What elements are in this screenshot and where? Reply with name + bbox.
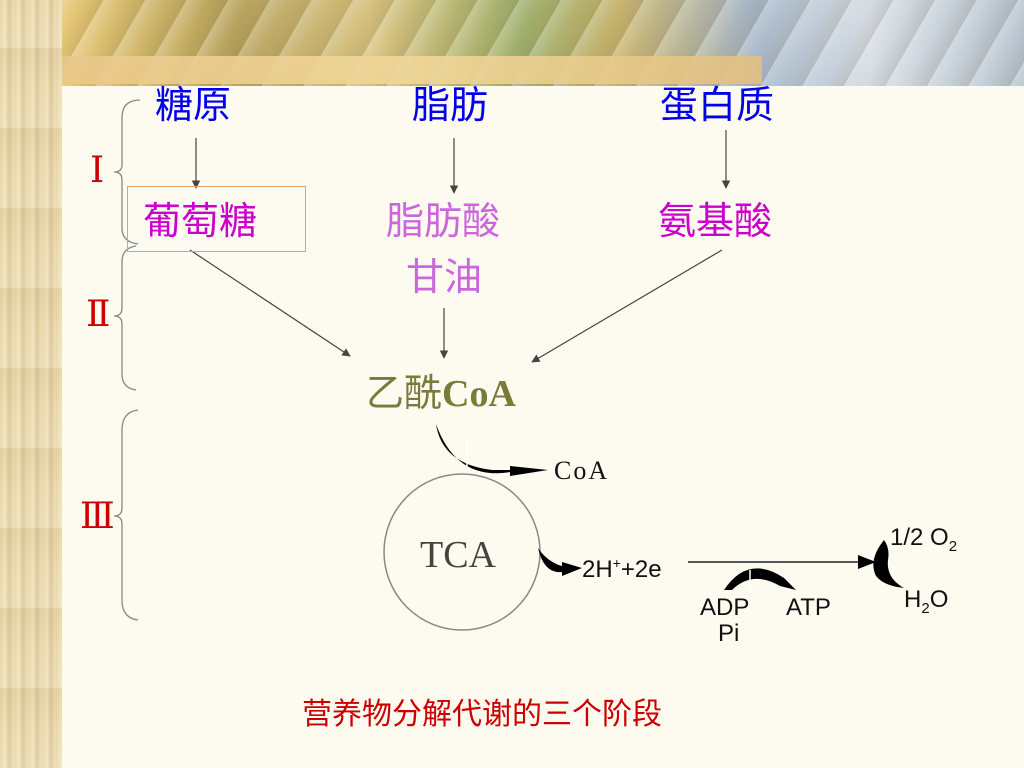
oxygen-subscript: 2 xyxy=(948,537,958,555)
coa-released-label: CoA xyxy=(554,456,610,485)
acetyl-coa-label: 乙酰CoA xyxy=(366,374,516,413)
stage-one-numeral: Ⅰ xyxy=(90,150,105,190)
hydrogen-electron-label: 2H++2e xyxy=(582,556,662,582)
acetyl-prefix: 乙酰 xyxy=(366,371,443,415)
fat-label: 脂肪 xyxy=(412,83,489,127)
glucose-highlight-box xyxy=(127,186,306,252)
arrow-aminoacid-acetylcoa xyxy=(531,249,723,363)
tca-label: TCA xyxy=(420,534,496,576)
tca-to-hydrogen-arrow xyxy=(538,548,572,573)
protein-label: 蛋白质 xyxy=(660,83,775,127)
arrow-glucose-acetylcoa xyxy=(189,249,351,357)
water-h: H xyxy=(904,586,922,613)
electron-transport-arrowhead xyxy=(858,555,876,569)
slide-caption: 营养物分解代谢的三个阶段 xyxy=(302,697,662,732)
stage-three-numeral: Ⅲ xyxy=(80,496,115,536)
adp-atp-arc xyxy=(724,568,796,590)
coa-release-arrowhead xyxy=(510,466,548,476)
left-texture-border xyxy=(0,0,62,768)
water-o: O xyxy=(929,586,949,613)
glycerol-label: 甘油 xyxy=(406,255,483,299)
stage-two-numeral: Ⅱ xyxy=(86,294,111,334)
acetyl-suffix: CoA xyxy=(442,373,516,415)
glycogen-label: 糖原 xyxy=(155,83,232,127)
tca-to-hydrogen-head xyxy=(562,562,582,576)
half-oxygen-label: 1/2 O2 xyxy=(890,526,957,554)
water-label: H2O xyxy=(904,588,948,616)
amino-acid-label: 氨基酸 xyxy=(658,199,773,243)
fatty-acid-label: 脂肪酸 xyxy=(386,199,501,243)
banner-highlight-strip xyxy=(62,56,762,84)
oxygen-prefix: 1/2 O xyxy=(890,524,949,551)
stage-three-brace xyxy=(113,409,139,621)
stage-two-brace xyxy=(113,245,137,391)
electron-text: +2e xyxy=(620,556,662,583)
oxygen-water-curve xyxy=(873,540,904,588)
hydrogen-charge: + xyxy=(612,555,621,571)
acetylcoa-entry-arrow xyxy=(436,424,536,474)
adp-label: ADP xyxy=(700,594,750,621)
pi-label: Pi xyxy=(718,620,740,647)
hydrogen-text: 2H xyxy=(582,556,613,583)
atp-label: ATP xyxy=(786,594,831,621)
water-subscript: 2 xyxy=(921,599,930,617)
stage-one-brace xyxy=(113,99,141,245)
glucose-label: 葡萄糖 xyxy=(143,199,258,243)
